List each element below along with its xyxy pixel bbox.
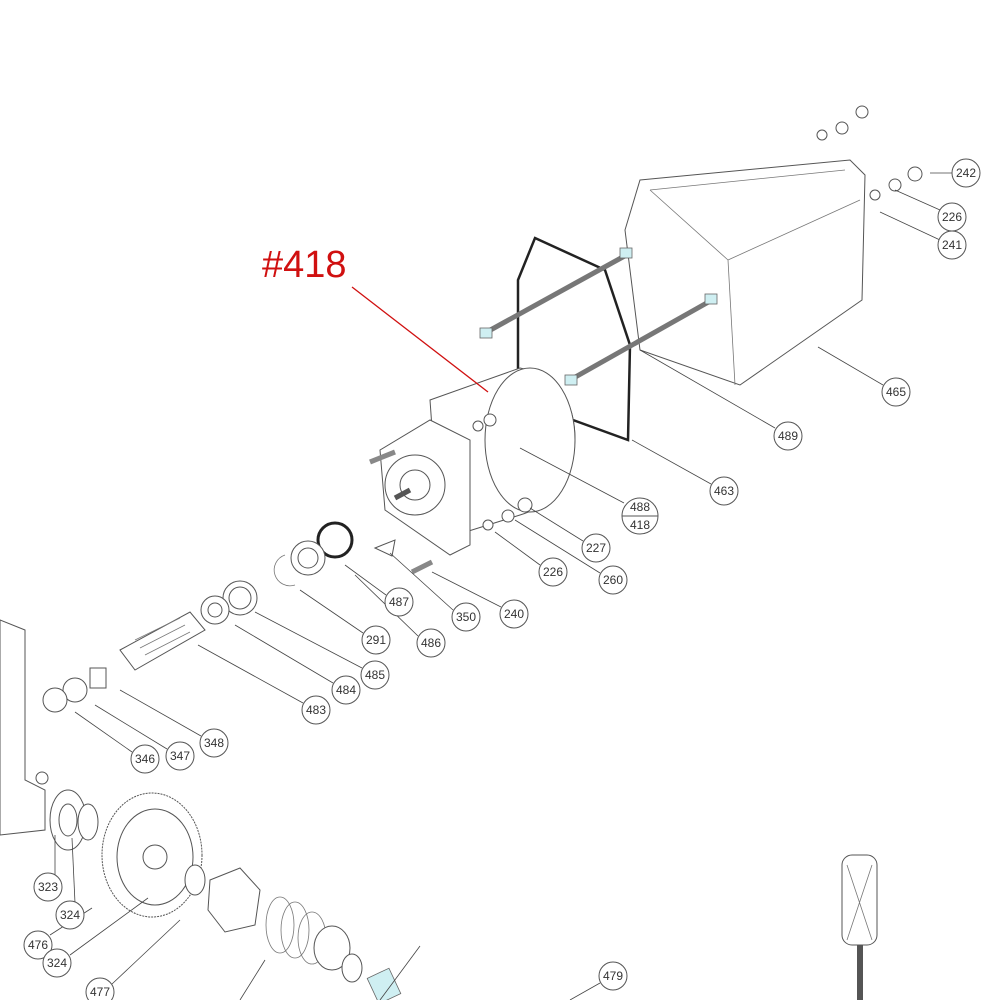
svg-text:242: 242 (956, 166, 976, 180)
svg-text:226: 226 (942, 210, 962, 224)
svg-text:489: 489 (778, 429, 798, 443)
svg-text:477: 477 (90, 985, 110, 999)
svg-text:324: 324 (60, 908, 80, 922)
svg-text:260: 260 (603, 573, 623, 587)
label-241: 241 (937, 230, 967, 260)
part-479 (841, 854, 878, 1000)
svg-text:483: 483 (306, 703, 326, 717)
svg-text:486: 486 (421, 636, 441, 650)
part-callout-418: #418 (262, 244, 347, 286)
label-350: 350 (451, 602, 481, 632)
svg-text:487: 487 (389, 595, 409, 609)
fasteners (373, 105, 923, 575)
label-465: 465 (881, 377, 911, 407)
svg-text:350: 350 (456, 610, 476, 624)
label-323: 323 (33, 872, 63, 902)
label-348: 348 (199, 728, 229, 758)
svg-text:291: 291 (366, 633, 386, 647)
worm-shaft-parts (42, 521, 354, 713)
svg-text:240: 240 (504, 607, 524, 621)
svg-text:485: 485 (365, 668, 385, 682)
label-485: 485 (360, 660, 390, 690)
label-489: 489 (773, 421, 803, 451)
svg-text:476: 476 (28, 938, 48, 952)
callout-leader-line (351, 286, 489, 393)
svg-text:479: 479 (603, 969, 623, 983)
studs-489 (479, 247, 718, 386)
label-291: 291 (361, 625, 391, 655)
frame-bracket (0, 619, 46, 836)
label-486: 486 (416, 628, 446, 658)
label-346: 346 (130, 744, 160, 774)
svg-text:347: 347 (170, 749, 190, 763)
label-347: 347 (165, 741, 195, 771)
label-477: 477 (85, 977, 115, 1000)
label-226: 226 (937, 202, 967, 232)
svg-text:348: 348 (204, 736, 224, 750)
svg-text:323: 323 (38, 880, 58, 894)
gear-assembly (49, 789, 402, 1000)
label-487: 487 (384, 587, 414, 617)
svg-text:463: 463 (714, 484, 734, 498)
gasket-463 (516, 236, 632, 442)
label-227: 227 (581, 533, 611, 563)
label-242: 242 (951, 158, 981, 188)
svg-text:226: 226 (543, 565, 563, 579)
svg-text:465: 465 (886, 385, 906, 399)
svg-text:484: 484 (336, 683, 356, 697)
svg-text:418: 418 (630, 518, 650, 532)
label-483: 483 (301, 695, 331, 725)
label-240: 240 (499, 599, 529, 629)
svg-text:488: 488 (630, 500, 650, 514)
svg-text:241: 241 (942, 238, 962, 252)
label-226-b: 226 (538, 557, 568, 587)
label-260: 260 (598, 565, 628, 595)
housing-box-465 (624, 159, 866, 386)
svg-text:346: 346 (135, 752, 155, 766)
label-324: 324 (55, 900, 85, 930)
motor-418 (369, 367, 576, 556)
label-324-b: 324 (42, 948, 72, 978)
svg-text:227: 227 (586, 541, 606, 555)
label-479: 479 (598, 961, 628, 991)
label-476: 476 (23, 930, 53, 960)
label-484: 484 (331, 675, 361, 705)
svg-text:324: 324 (47, 956, 67, 970)
leader-lines (49, 172, 953, 1000)
label-463: 463 (709, 476, 739, 506)
